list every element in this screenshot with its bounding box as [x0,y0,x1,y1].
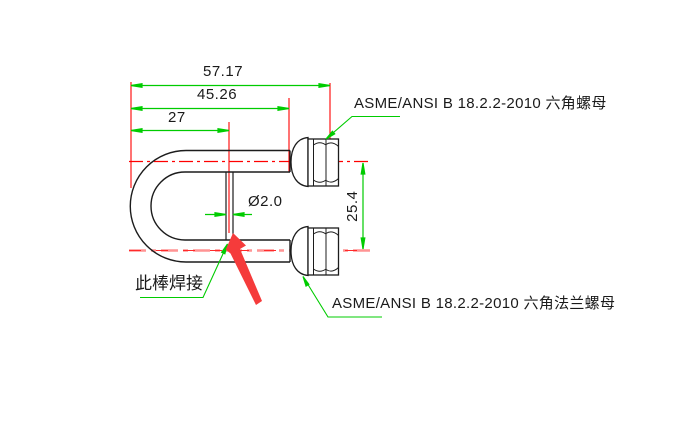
bottom-nut-flange [290,225,309,277]
arrowhead [214,211,227,218]
dimension-rod-diameter: Ø2.0 [248,193,283,210]
dimension-leg-spacing: 25.4 [343,190,361,222]
arrowhead [318,82,331,89]
extension-lines [130,82,331,233]
dimension-lines [130,82,366,250]
arrowhead [360,237,366,250]
leader-flange-nut [302,276,382,318]
arrowhead [130,82,143,89]
arrowhead [360,162,366,175]
leader-lines [140,115,400,318]
dimension-overall-width: 57.17 [203,63,244,80]
bottom-nut-chamfer [313,268,327,272]
bottom-nut-hex-body [307,227,340,276]
leader-arrowhead [325,130,336,140]
top-nut-chamfer [325,178,339,183]
top-nut-chamfer [313,142,327,146]
arrowhead [130,127,143,134]
bottom-nut-chamfer [325,267,339,272]
red-pointer-arrow [225,233,262,305]
ubolt-outer-profile [129,149,290,263]
leader-weld-note [140,243,229,299]
arrowhead [217,127,230,134]
bottom-nut-chamfer [313,231,327,235]
ubolt-inner-profile [150,171,290,241]
leader-hex-nut [325,115,400,140]
hex-flange-nut-bottom [290,225,340,277]
arrowhead [277,105,290,112]
annotation-weld-note: 此棒焊接 [135,274,203,293]
arrowhead [232,211,245,218]
hex-nut-top [290,136,340,188]
arrowhead [130,105,143,112]
top-nut-flange-washer [290,136,309,188]
leader-arrowhead [302,276,310,288]
annotation-hex-nut-spec: ASME/ANSI B 18.2.2-2010 六角螺母 [354,95,607,112]
top-nut-chamfer [325,142,339,147]
top-nut-chamfer [313,179,327,183]
top-nut-hex-body [307,138,340,187]
bottom-nut-chamfer [325,231,339,236]
dimension-to-nut-face: 45.26 [197,86,238,103]
dimension-to-weld-rod: 27 [168,109,186,126]
ubolt-outline [129,149,291,263]
annotation-flange-nut-spec: ASME/ANSI B 18.2.2-2010 六角法兰螺母 [332,295,616,312]
